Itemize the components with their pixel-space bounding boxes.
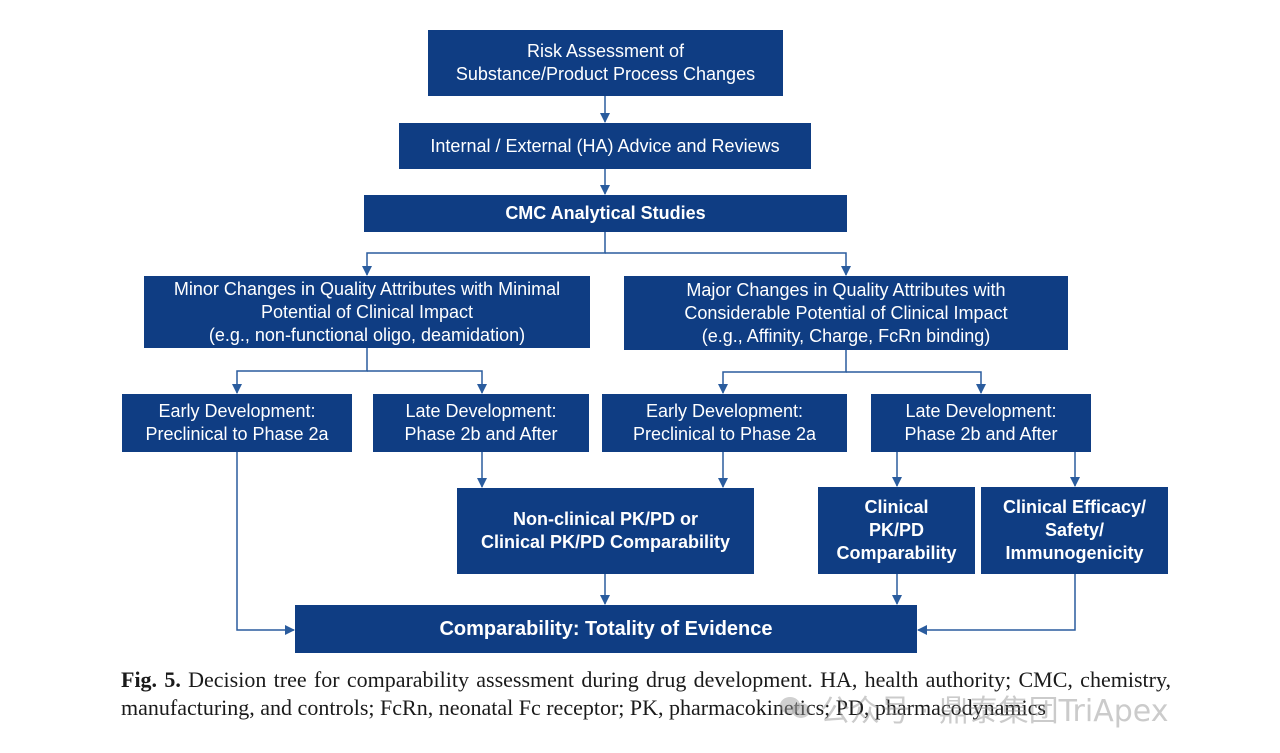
node-major-early: Early Development: Preclinical to Phase … <box>602 394 847 452</box>
node-cmc-studies: CMC Analytical Studies <box>364 195 847 232</box>
edge-minor-late <box>367 370 487 394</box>
figure-caption: Fig. 5. Decision tree for comparability … <box>121 666 1171 722</box>
node-minor-changes: Minor Changes in Quality Attributes with… <box>144 276 590 348</box>
node-clinical-pkpd: Clinical PK/PD Comparability <box>818 487 975 574</box>
edge-cmc-split <box>362 232 606 276</box>
edge-major-late <box>846 371 986 394</box>
node-advice-reviews: Internal / External (HA) Advice and Revi… <box>399 123 811 169</box>
node-major-late: Late Development: Phase 2b and After <box>871 394 1091 452</box>
edge-minor-early <box>232 348 368 394</box>
node-risk-assessment: Risk Assessment of Substance/Product Pro… <box>428 30 783 96</box>
edge-cmc-major <box>605 252 851 276</box>
node-major-changes: Major Changes in Quality Attributes with… <box>624 276 1068 350</box>
caption-label: Fig. 5. <box>121 667 181 692</box>
chat-bubble-icon <box>780 695 812 721</box>
node-minor-late: Late Development: Phase 2b and After <box>373 394 589 452</box>
node-totality-of-evidence: Comparability: Totality of Evidence <box>295 605 917 653</box>
watermark-text: 公众号 · 鼎泰集团TriApex <box>820 694 1169 729</box>
node-clinical-efficacy: Clinical Efficacy/ Safety/ Immunogenicit… <box>981 487 1168 574</box>
connector-lines <box>232 96 1080 635</box>
edge-efficacy-totality <box>917 574 1076 635</box>
node-minor-early: Early Development: Preclinical to Phase … <box>122 394 352 452</box>
node-nonclinical-pkpd: Non-clinical PK/PD or Clinical PK/PD Com… <box>457 488 754 574</box>
watermark: 公众号 · 鼎泰集团TriApex <box>780 686 1168 730</box>
edge-major-early <box>718 350 847 394</box>
caption-text: Decision tree for comparability assessme… <box>121 667 1172 720</box>
edge-minor-early-totality <box>236 452 295 635</box>
